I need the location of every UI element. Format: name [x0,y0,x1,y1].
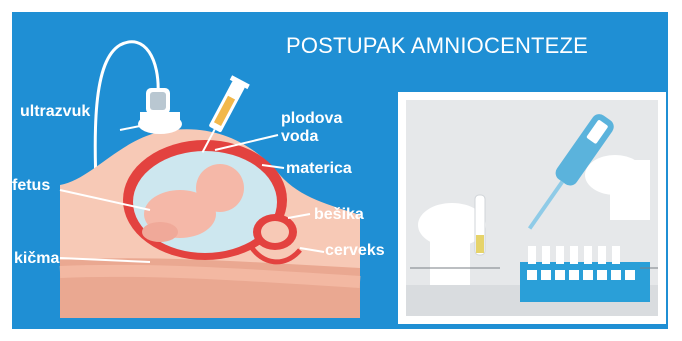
label-amniotic-fluid-line1: plodova [281,110,342,127]
label-amniotic-fluid-line2: voda [281,128,318,145]
label-cervix: cerveks [325,242,385,259]
label-bladder: bešika [314,206,364,223]
page-title: POSTUPAK AMNIOCENTEZE [286,33,588,59]
label-spine: kičma [14,250,59,267]
label-fetus: fetus [12,177,50,194]
label-uterus: materica [286,160,352,177]
test-tube-fluid [476,235,484,253]
label-ultrasound: ultrazvuk [20,103,90,120]
